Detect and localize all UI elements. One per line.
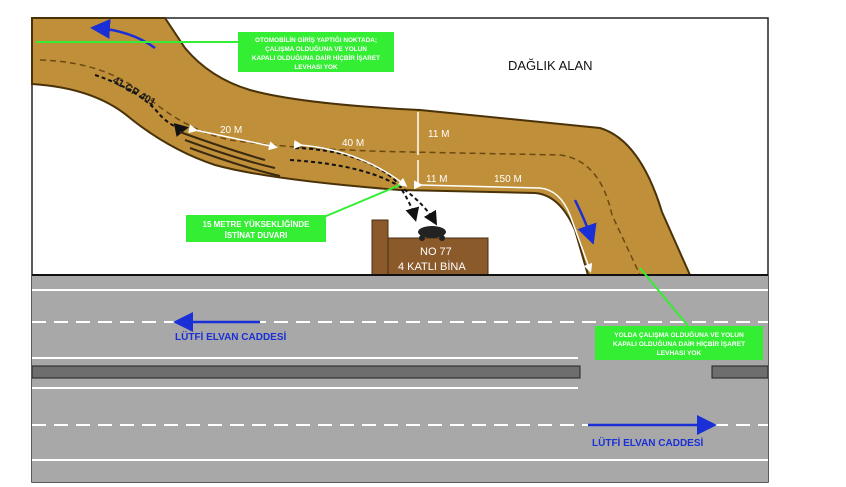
measure-11m-bottom-label: 11 M	[426, 174, 448, 185]
svg-text:KAPALI OLDUĞUNA DAİR HİÇBİR İŞ: KAPALI OLDUĞUNA DAİR HİÇBİR İŞARET	[613, 339, 745, 348]
svg-text:OTOMOBİLİN GİRİŞ YAPTIĞI NOKTA: OTOMOBİLİN GİRİŞ YAPTIĞI NOKTADA;	[255, 35, 377, 44]
street-label-upper: LÜTFİ ELVAN CADDESİ	[175, 330, 287, 343]
building	[387, 237, 489, 276]
svg-text:15 METRE YÜKSEKLİĞİNDE: 15 METRE YÜKSEKLİĞİNDE	[203, 220, 311, 229]
measure-150m-line	[413, 180, 593, 273]
building-label-1: NO 77	[420, 246, 452, 258]
building-label-2: 4 KATLI BİNA	[398, 260, 466, 273]
svg-text:KAPALI OLDUĞUNA DAİR HİÇBİR İŞ: KAPALI OLDUĞUNA DAİR HİÇBİR İŞARET	[252, 53, 380, 62]
traffic-arrow-upper	[90, 18, 156, 50]
area-label: DAĞLIK ALAN	[508, 58, 593, 73]
vehicle-path	[94, 74, 189, 137]
callout-roadwork-leader	[639, 267, 689, 327]
retaining-wall	[371, 219, 389, 276]
measure-40m-line	[293, 140, 408, 187]
median-right	[711, 365, 769, 379]
measure-20m-line	[188, 124, 278, 151]
svg-text:LEVHASI YOK: LEVHASI YOK	[657, 350, 702, 357]
svg-text:ÇALIŞMA OLDUĞUNA VE YOLUN: ÇALIŞMA OLDUĞUNA VE YOLUN	[265, 44, 367, 53]
callout-wall: 15 METRE YÜKSEKLİĞİNDE İSTİNAT DUVARI	[186, 215, 326, 242]
measure-40m-label: 40 M	[342, 138, 364, 149]
measure-150m-label: 150 M	[494, 174, 522, 185]
callout-roadwork: YOLDA ÇALIŞMA OLDUĞUNA VE YOLUN KAPALI O…	[595, 326, 763, 360]
measure-20m-label: 20 M	[220, 125, 242, 136]
svg-text:LEVHASI YOK: LEVHASI YOK	[294, 64, 338, 71]
callout-wall-leader	[311, 184, 401, 223]
svg-text:İSTİNAT DUVARI: İSTİNAT DUVARI	[225, 231, 288, 240]
median-left	[31, 365, 581, 379]
measure-11m-top-label: 11 M	[428, 129, 450, 140]
car-icon	[418, 226, 446, 241]
street-label-lower: LÜTFİ ELVAN CADDESİ	[592, 436, 704, 449]
svg-text:YOLDA ÇALIŞMA OLDUĞUNA VE YOLU: YOLDA ÇALIŞMA OLDUĞUNA VE YOLUN	[614, 330, 744, 339]
callout-entry: OTOMOBİLİN GİRİŞ YAPTIĞI NOKTADA; ÇALIŞM…	[238, 32, 394, 72]
